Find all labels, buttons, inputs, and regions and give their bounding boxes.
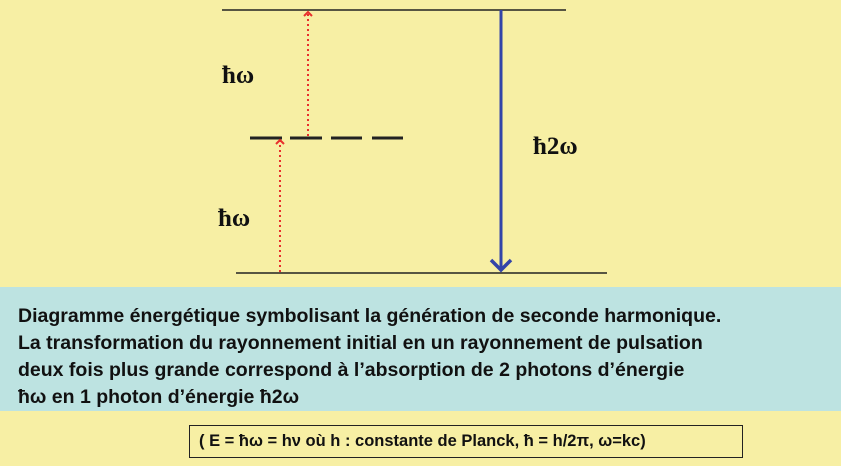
formula-box: ( E = ħω = hν où h : constante de Planck… [189, 425, 743, 458]
caption-line: deux fois plus grande correspond à l’abs… [18, 359, 685, 381]
formula-text: ( E = ħω = hν où h : constante de Planck… [199, 432, 646, 450]
caption-line: ħω en 1 photon d’énergie ħ2ω [18, 386, 300, 408]
upper-photon-label: ħω [222, 62, 254, 89]
caption-panel: Diagramme énergétique symbolisant la gén… [0, 287, 841, 411]
energy-level-diagram: ħω ħω ħ2ω [218, 9, 607, 274]
emitted-photon-label: ħ2ω [533, 133, 578, 160]
lower-photon-label: ħω [218, 205, 250, 232]
caption-line: La transformation du rayonnement initial… [18, 332, 703, 354]
caption-line: Diagramme énergétique symbolisant la gén… [18, 305, 722, 327]
